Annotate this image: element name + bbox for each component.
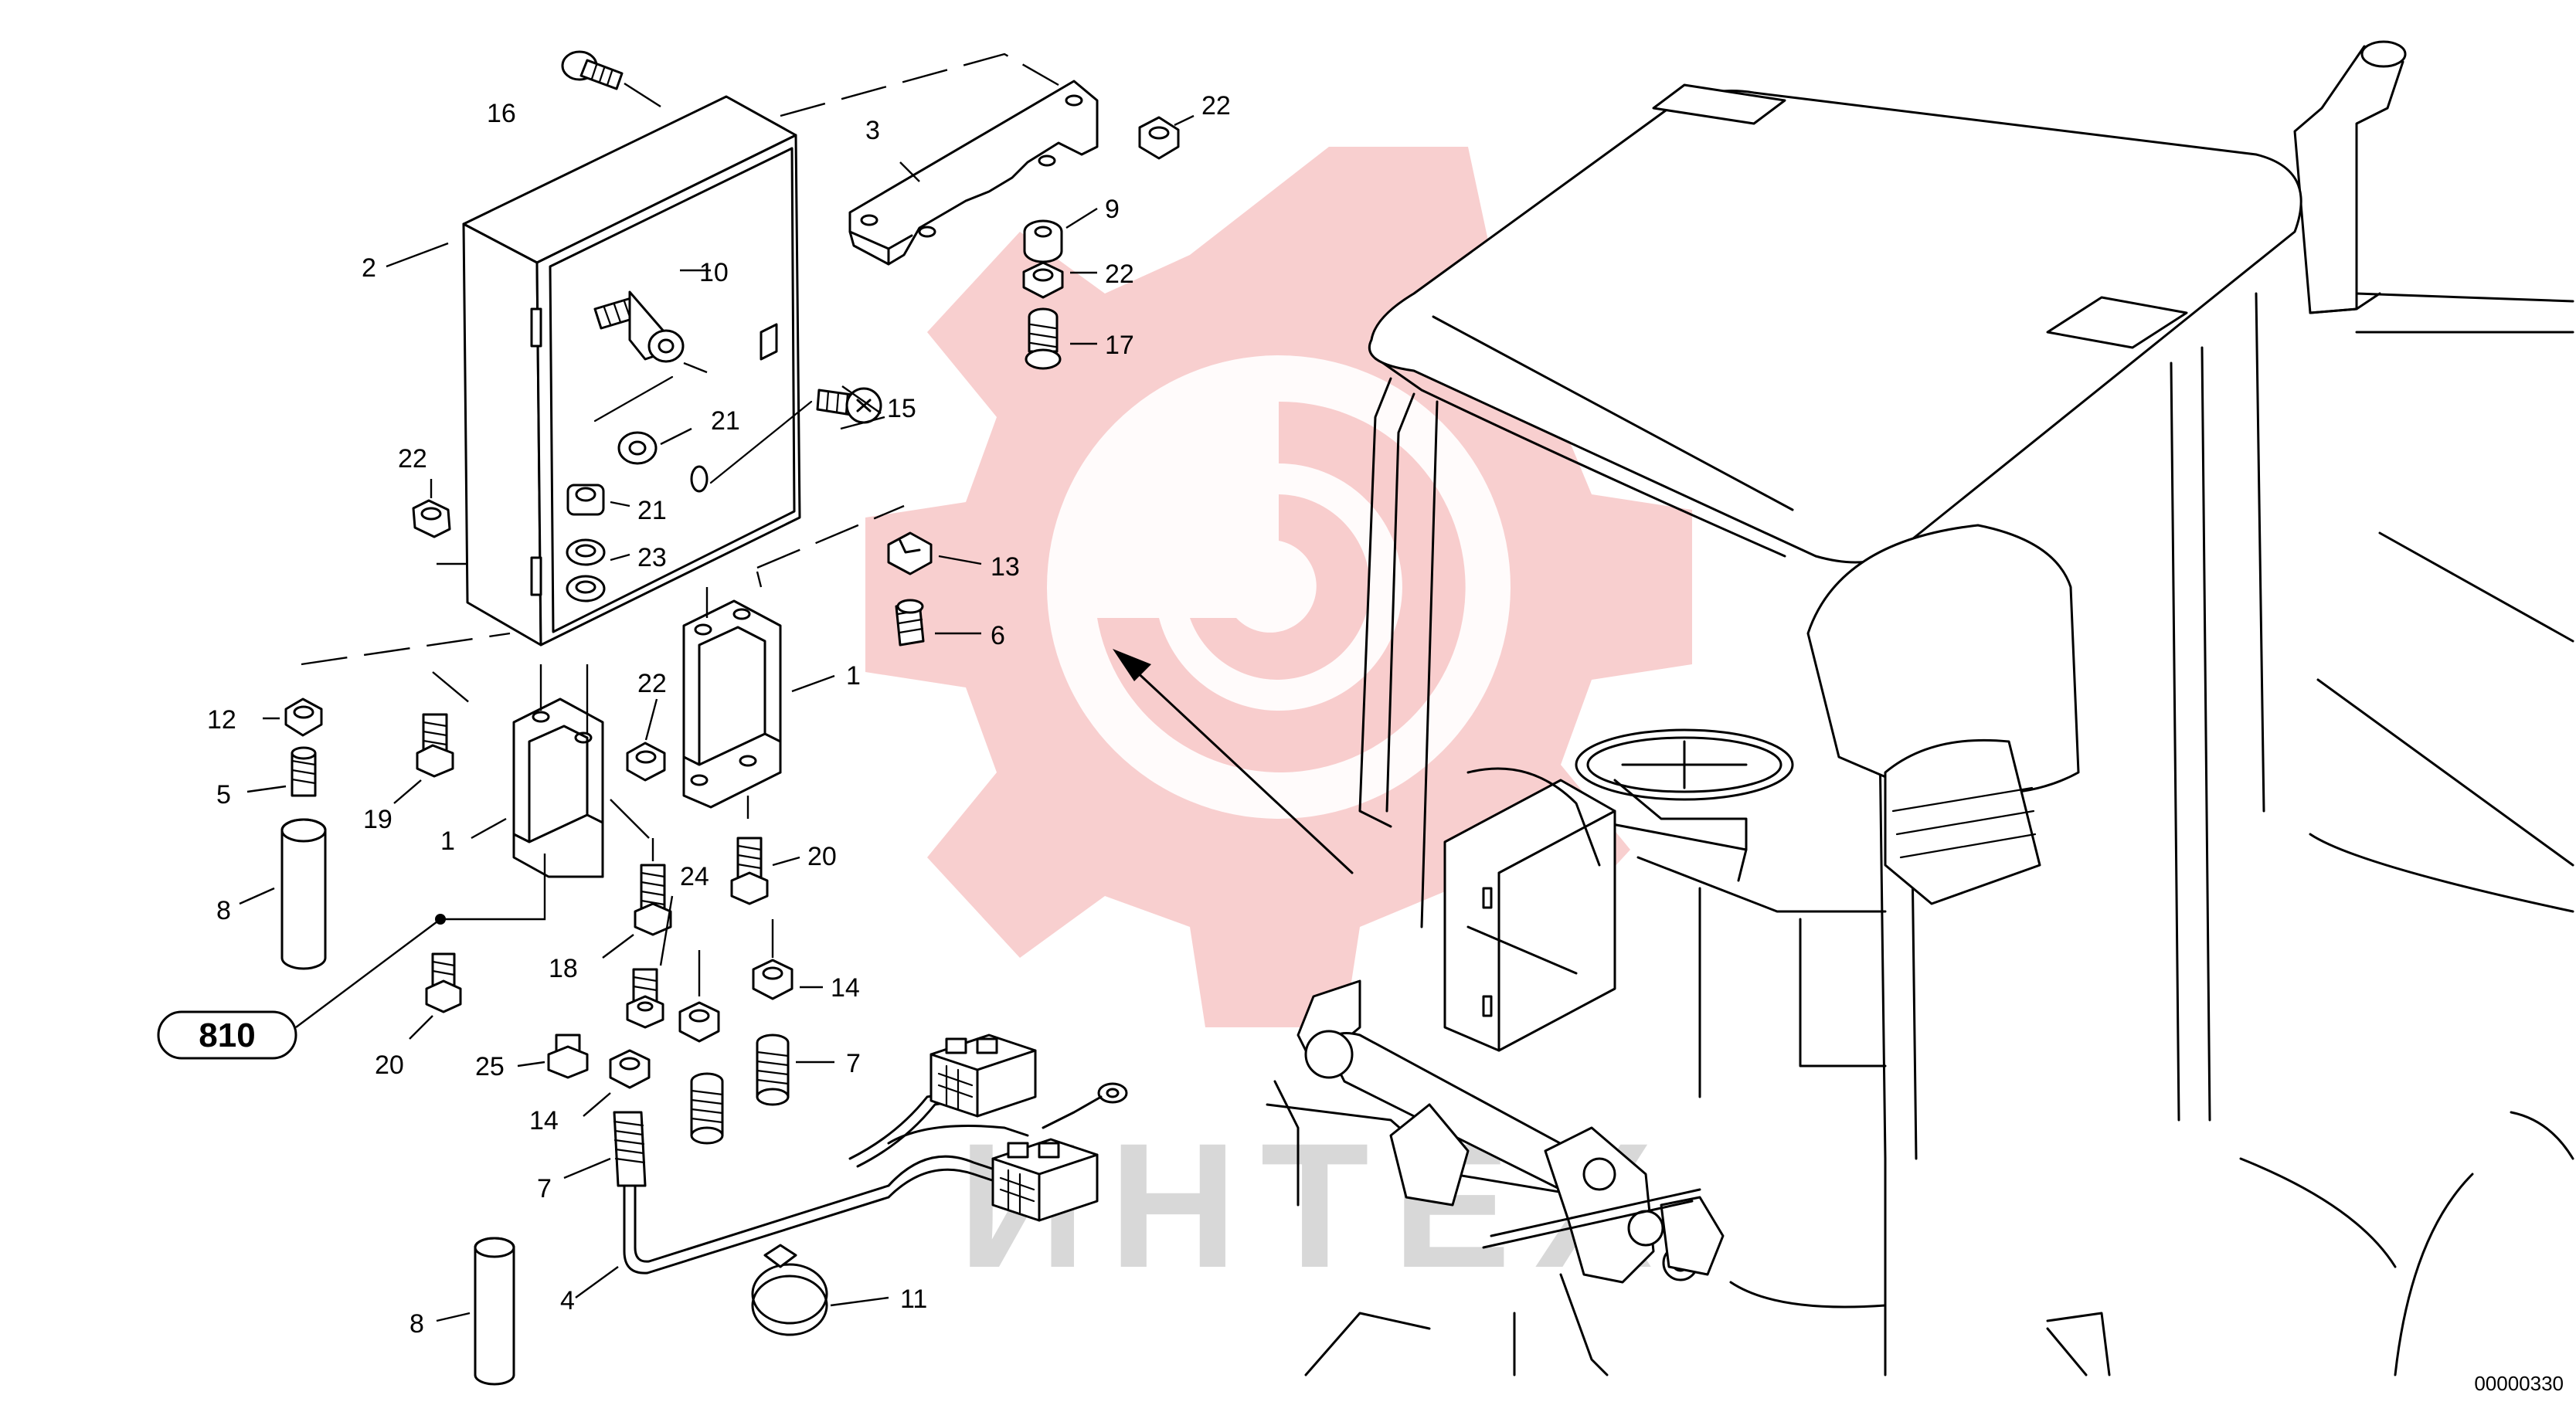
callout-16: 16 <box>487 99 516 128</box>
callout-22: 22 <box>398 444 427 473</box>
bracket-3 <box>848 80 1099 266</box>
fitting-7-right <box>756 1034 834 1106</box>
nut-14-a <box>678 950 720 1043</box>
callout-labels: 16 22 3 2 9 22 10 17 15 21 22 21 23 13 6… <box>207 91 1231 1339</box>
callout-23: 23 <box>637 543 667 572</box>
callout-24: 24 <box>680 862 709 891</box>
callout-20: 20 <box>375 1051 404 1080</box>
callout-1: 1 <box>846 661 861 691</box>
nut-25 <box>517 1034 589 1079</box>
bracket-1-left <box>440 664 650 921</box>
callout-7: 7 <box>537 1174 552 1203</box>
pin-8-top <box>239 818 327 970</box>
hole-ring <box>690 465 709 493</box>
callout-19: 19 <box>363 805 393 834</box>
nut-22-bracket <box>626 698 666 782</box>
callout-22: 22 <box>637 669 667 698</box>
cable-4 <box>563 1091 1029 1298</box>
connector-upper <box>929 1034 1037 1118</box>
fitting-6 <box>895 599 981 647</box>
callout-1: 1 <box>440 826 455 856</box>
machine-cab <box>1266 40 2574 1376</box>
bolt-18 <box>602 838 672 959</box>
fitting-7-mid <box>690 1072 724 1145</box>
pin-8-bottom <box>436 1237 515 1386</box>
clamp-11 <box>751 1244 889 1336</box>
locator-arrow <box>1113 649 1354 874</box>
callout-13: 13 <box>991 552 1020 582</box>
washer-23 <box>566 538 630 602</box>
leader-10-21 <box>593 375 674 423</box>
connector-lower <box>991 1138 1099 1222</box>
callout-20: 20 <box>807 842 837 871</box>
callout-22: 22 <box>1105 260 1134 289</box>
callout-2: 2 <box>362 253 376 283</box>
group-badge-810: 810 <box>157 914 446 1060</box>
bolt-20-right <box>730 837 800 905</box>
callout-8: 8 <box>410 1309 424 1339</box>
nut-22-left <box>412 479 451 538</box>
bracket-1-right <box>682 587 835 819</box>
callout-10: 10 <box>699 258 729 287</box>
callout-18: 18 <box>549 954 578 983</box>
fitting-24 <box>626 895 674 1029</box>
nut-22-mid <box>1022 261 1097 299</box>
nut-14-c <box>583 1049 651 1117</box>
callout-25: 25 <box>475 1052 505 1081</box>
callout-14: 14 <box>831 973 860 1003</box>
nut-22-top <box>1138 114 1195 160</box>
callout-6: 6 <box>991 621 1005 650</box>
nut-12 <box>263 698 323 737</box>
nut-21a <box>617 427 692 465</box>
callout-17: 17 <box>1105 331 1134 360</box>
callout-14: 14 <box>529 1106 559 1135</box>
grommet-9 <box>1023 207 1098 263</box>
drawing-number: 00000330 <box>2474 1372 2564 1395</box>
callout-7: 7 <box>846 1049 861 1078</box>
nut-14-b <box>752 919 823 1000</box>
callout-21: 21 <box>711 406 740 436</box>
bolt-19 <box>393 713 454 804</box>
callout-5: 5 <box>216 780 231 810</box>
callout-21: 21 <box>637 496 667 525</box>
callout-15: 15 <box>887 394 916 423</box>
fitting-5 <box>246 746 317 797</box>
callout-4: 4 <box>560 1286 575 1315</box>
bolt-15 <box>709 385 885 484</box>
group-badge-label: 810 <box>199 1017 255 1054</box>
stud-17 <box>1025 307 1097 370</box>
callout-22: 22 <box>1201 91 1231 120</box>
callout-3: 3 <box>865 116 880 145</box>
nut-21b <box>566 484 630 516</box>
bolt-20-left <box>409 952 462 1040</box>
callout-8: 8 <box>216 896 231 925</box>
control-box-2 <box>462 95 801 647</box>
callout-12: 12 <box>207 705 236 735</box>
callout-11: 11 <box>900 1285 927 1314</box>
callout-9: 9 <box>1105 195 1120 224</box>
bolt-16 <box>561 50 661 108</box>
bolt-10 <box>593 290 708 374</box>
nut-13 <box>887 531 982 575</box>
ring-terminal <box>1042 1082 1128 1129</box>
